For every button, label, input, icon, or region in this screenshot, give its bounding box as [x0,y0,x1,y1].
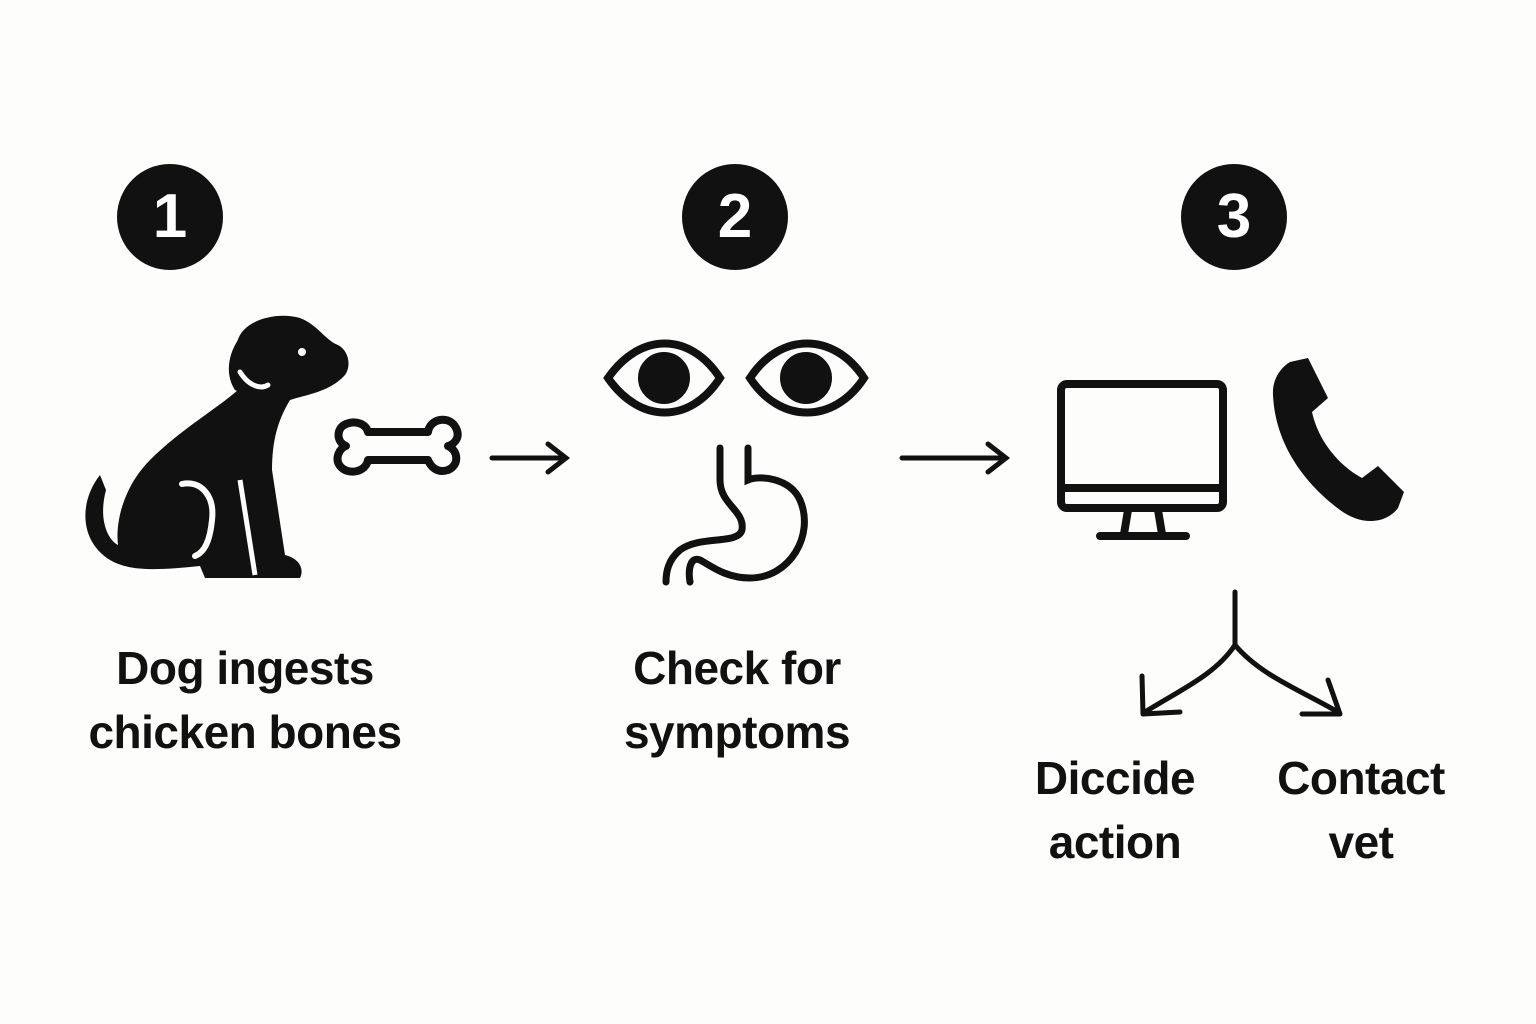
outcome-contact-vet: Contact vet [1211,746,1511,874]
step-1-badge: 1 [117,164,223,270]
step-1-label-line1: Dog ingests [116,642,374,694]
bone-icon [333,415,462,476]
monitor-icon [1057,380,1227,540]
step-2-label-line1: Check for [633,642,841,694]
dog-icon [85,315,349,578]
step-1-label: Dog ingests chicken bones [45,636,445,764]
step-2-badge: 2 [682,164,788,270]
step-2-label: Check for symptoms [537,636,937,764]
outcome-2-line2: vet [1328,816,1394,868]
step-3-badge: 3 [1181,164,1287,270]
branch-arrow-icon [1139,589,1343,717]
outcome-1-line2: action [1048,816,1182,868]
stomach-icon [662,444,808,586]
step-2-label-line2: symptoms [623,706,851,758]
arrow-icon [489,441,571,475]
outcome-decide-action: Diccide action [965,746,1265,874]
outcome-1-line1: Diccide [1034,752,1196,804]
outcome-2-line1: Contact [1277,752,1445,804]
step-1-label-line2: chicken bones [88,706,402,758]
eyes-icon [603,339,869,417]
phone-icon [1272,358,1404,522]
arrow-icon [899,441,1011,475]
